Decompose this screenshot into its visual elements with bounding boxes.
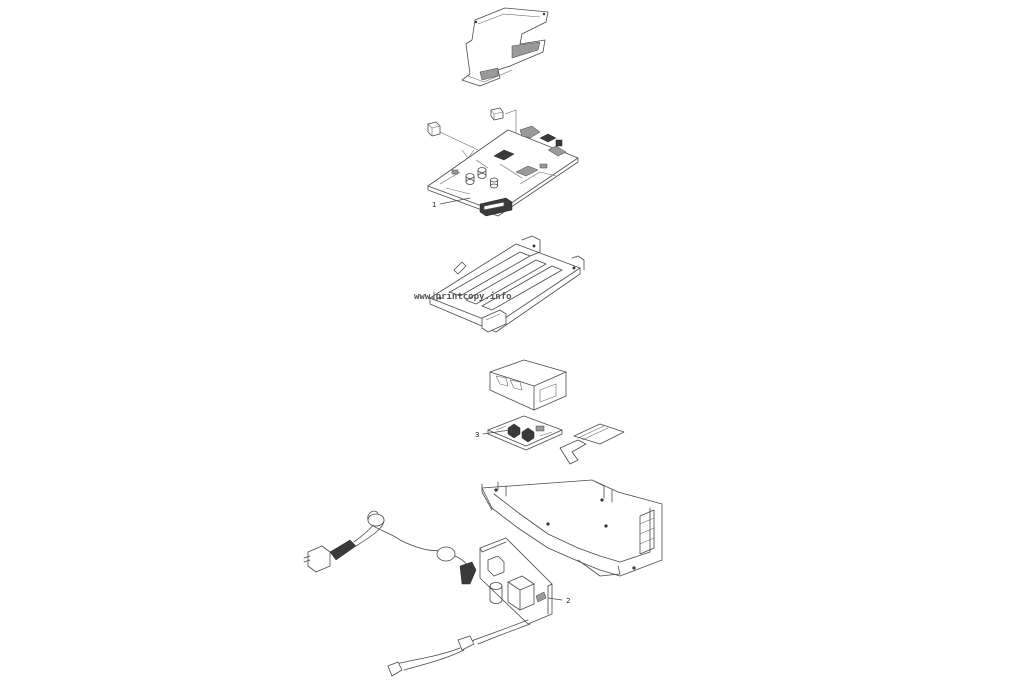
power-cord	[303, 510, 477, 585]
connector-part	[427, 121, 441, 137]
callout-3: 3	[475, 431, 479, 439]
watermark-text: www.printcopy.info	[414, 291, 512, 302]
power-supply-board	[387, 537, 563, 677]
bottom-frame	[481, 479, 663, 577]
main-board	[427, 107, 579, 217]
interface-board	[482, 415, 625, 465]
connector-part	[490, 107, 504, 121]
top-shield-plate	[461, 7, 549, 87]
callout-1: 1	[432, 201, 436, 209]
metal-tray	[429, 235, 585, 333]
interface-board-cover	[489, 359, 567, 411]
callout-2: 2	[566, 597, 570, 605]
